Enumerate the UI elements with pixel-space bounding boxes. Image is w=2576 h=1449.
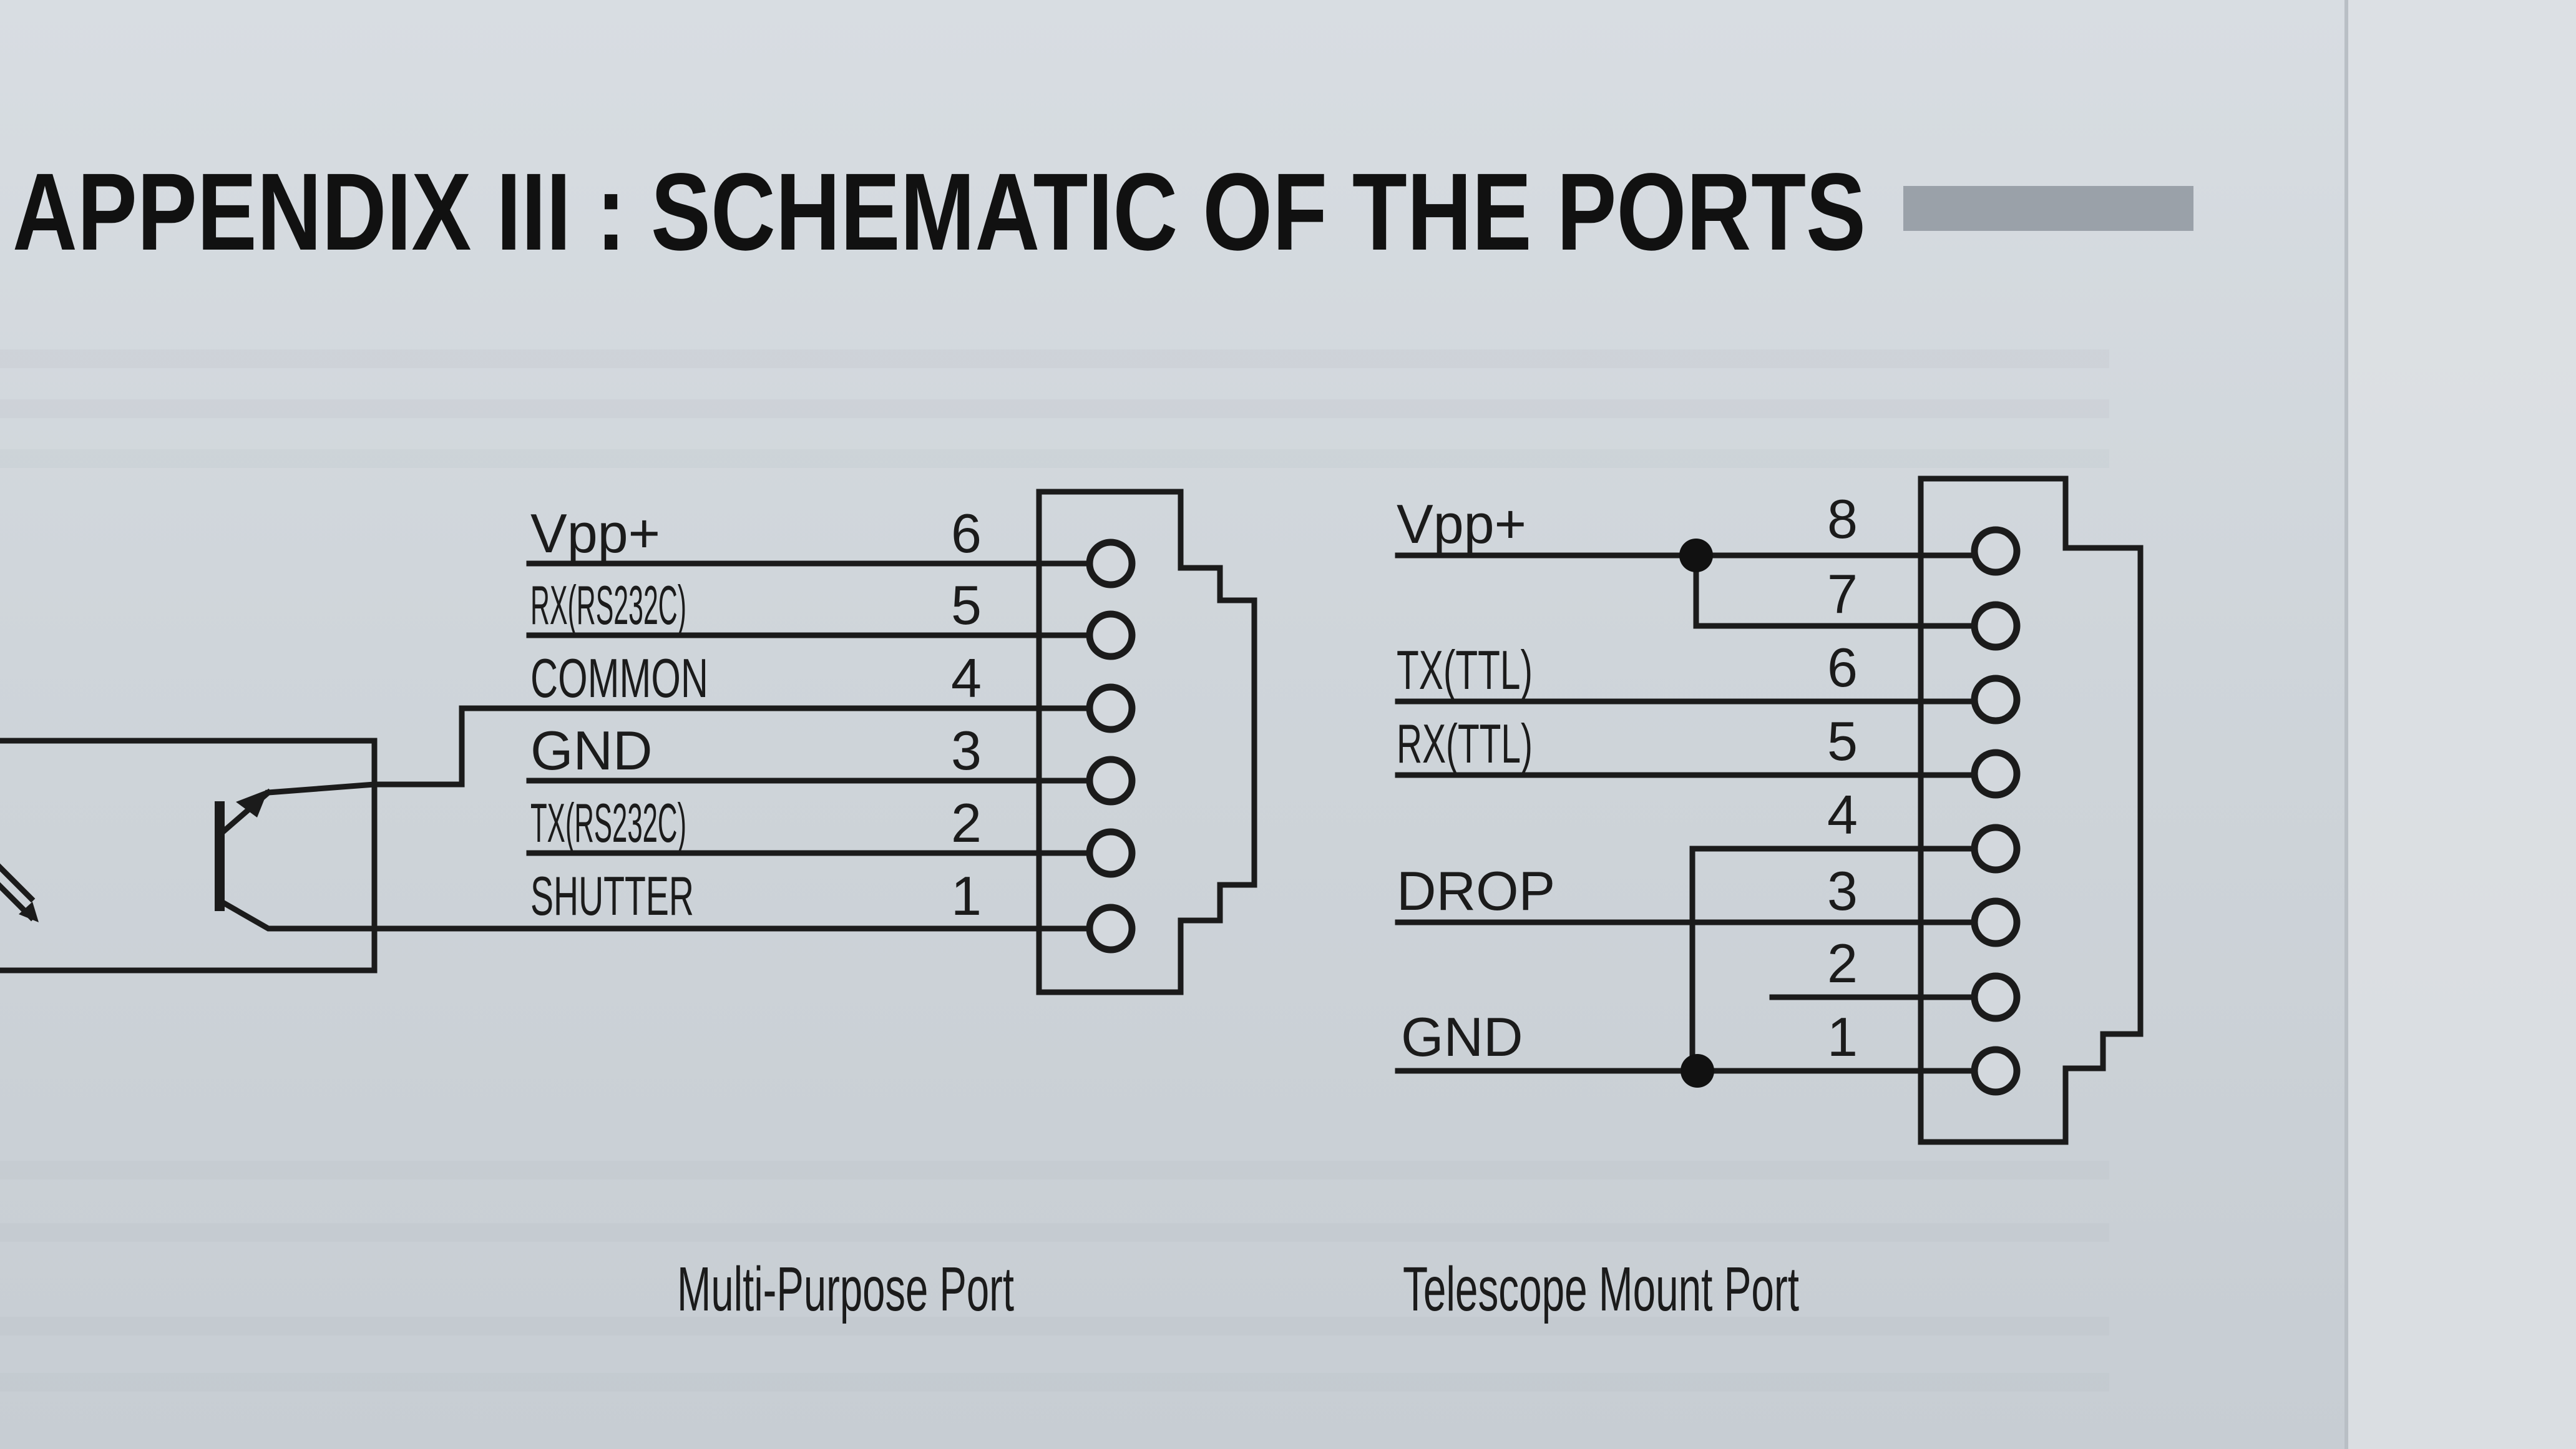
mp-pin-6 xyxy=(1086,539,1136,588)
tm-wire-7 xyxy=(1693,552,1997,629)
led-arrow-1 xyxy=(0,863,36,903)
mp-label-2: TX(RS232C) xyxy=(530,792,686,854)
mp-number-6: 6 xyxy=(951,502,982,564)
tm-pin-3 xyxy=(1971,897,2021,947)
mp-number-2: 2 xyxy=(951,792,982,854)
tm-number-6: 6 xyxy=(1827,637,1858,698)
mp-label-4: COMMON xyxy=(530,647,708,709)
mp-label-3: GND xyxy=(530,720,653,781)
mp-number-1: 1 xyxy=(951,865,982,927)
tm-pin-5 xyxy=(1971,749,2021,799)
optocoupler-box xyxy=(0,738,378,973)
tm-label-3: DROP xyxy=(1397,860,1555,922)
tm-pin-4 xyxy=(1971,824,2021,874)
mp-number-3: 3 xyxy=(951,720,982,781)
mp-wire-1 xyxy=(217,897,1114,932)
mp-wire-4 xyxy=(371,705,1114,788)
mp-pin-5 xyxy=(1086,610,1136,660)
vpp-junction-dot xyxy=(1679,539,1713,572)
phototransistor-collector-lead xyxy=(265,781,378,796)
tm-number-7: 7 xyxy=(1827,563,1858,625)
mp-pin-2 xyxy=(1086,828,1136,878)
telescope-mount-port-diagram: Vpp+ 8 7 TX(TTL) 6 RX(TTL) 5 4 DROP 3 2 … xyxy=(1395,476,2144,1324)
tm-label-5: RX(TTL) xyxy=(1397,713,1533,774)
mp-label-6: Vpp+ xyxy=(530,502,660,564)
led-arrow-head xyxy=(19,902,39,922)
tm-pin-2 xyxy=(1971,972,2021,1022)
tm-pin-7 xyxy=(1971,601,2021,651)
mp-label-5: RX(RS232C) xyxy=(530,574,686,636)
telescope-connector-body xyxy=(1918,476,2144,1145)
multi-purpose-connector-body xyxy=(1036,489,1257,995)
tm-number-1: 1 xyxy=(1827,1006,1858,1068)
mp-label-1: SHUTTER xyxy=(530,865,694,927)
tm-number-5: 5 xyxy=(1827,710,1858,772)
multi-purpose-port-diagram: Vpp+ 6 RX(RS232C) 5 COMMON 4 GND 3 TX(RS… xyxy=(0,489,1257,1324)
page-edge xyxy=(2346,0,2576,1449)
tm-wire-4 xyxy=(1689,846,1997,1074)
tm-pin-6 xyxy=(1971,675,2021,724)
title-rule xyxy=(1903,186,2193,231)
tm-label-8: Vpp+ xyxy=(1397,493,1526,555)
mp-number-4: 4 xyxy=(951,647,982,709)
mp-pin-1 xyxy=(1086,904,1136,954)
multi-purpose-port-caption: Multi-Purpose Port xyxy=(677,1254,1014,1324)
mp-pin-4 xyxy=(1086,683,1136,733)
tm-number-2: 2 xyxy=(1827,932,1858,994)
tm-pin-1 xyxy=(1971,1046,2021,1096)
tm-number-3: 3 xyxy=(1827,860,1858,922)
gnd-junction-dot xyxy=(1681,1054,1714,1088)
telescope-mount-port-caption: Telescope Mount Port xyxy=(1403,1254,1799,1324)
bleed-through-texture xyxy=(0,349,2109,1392)
page-title: APPENDIX III : SCHEMATIC OF THE PORTS xyxy=(12,151,1866,273)
tm-label-1: GND xyxy=(1401,1006,1523,1068)
mp-number-5: 5 xyxy=(951,574,982,636)
phototransistor-arrow xyxy=(236,789,268,817)
tm-number-8: 8 xyxy=(1827,488,1858,550)
mp-pin-3 xyxy=(1086,756,1136,806)
tm-pin-8 xyxy=(1971,526,2021,576)
tm-number-4: 4 xyxy=(1827,784,1858,846)
tm-label-6: TX(TTL) xyxy=(1397,639,1533,701)
